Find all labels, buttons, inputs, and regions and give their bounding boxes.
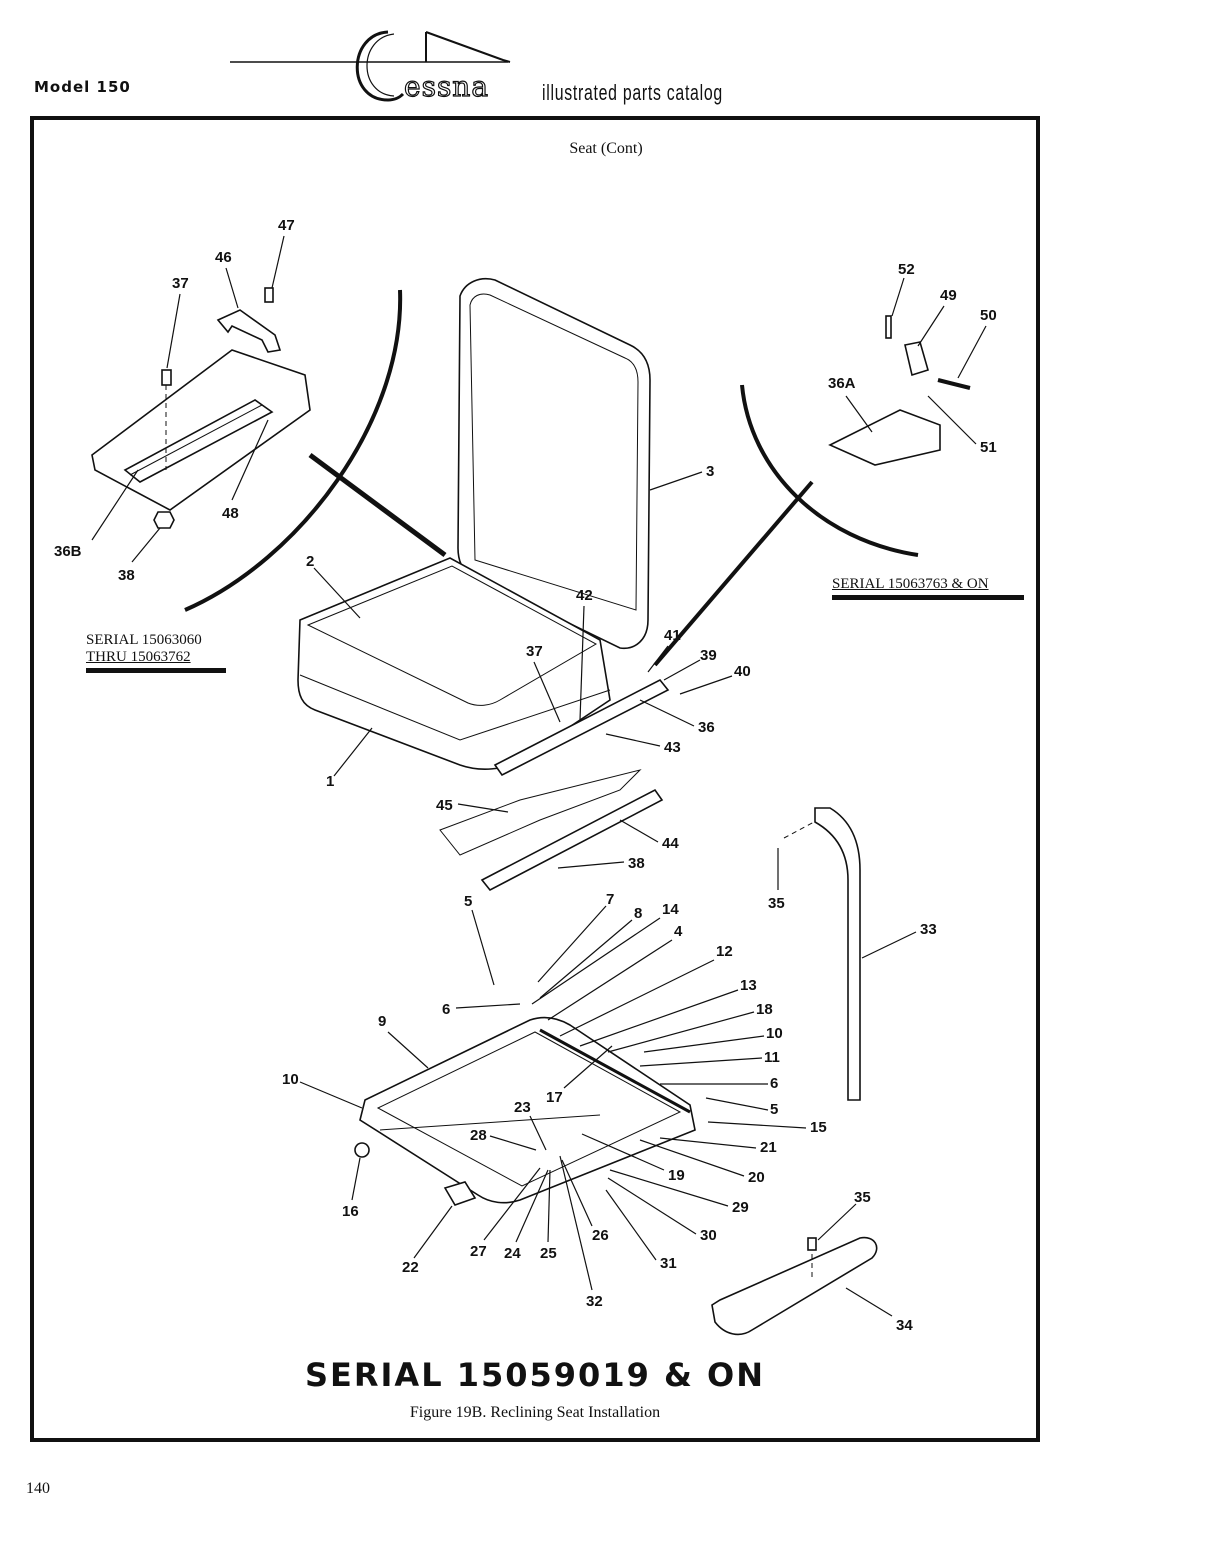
serial-note-left: SERIAL 15063060 THRU 15063762 <box>86 632 226 673</box>
callout-6b: 6 <box>770 1075 778 1092</box>
bracket-46 <box>216 309 282 353</box>
callout-52: 52 <box>898 261 915 278</box>
floor-track-44 <box>480 788 664 892</box>
callout-12: 12 <box>716 943 733 960</box>
serial-note-left-line2: THRU 15063762 <box>86 649 191 665</box>
callout-13: 13 <box>740 977 757 994</box>
callout-5a: 5 <box>464 893 472 910</box>
callout-24: 24 <box>504 1245 521 1262</box>
callout-36A: 36A <box>828 375 856 392</box>
callout-20: 20 <box>748 1169 765 1186</box>
callout-42: 42 <box>576 587 593 604</box>
callout-37a: 37 <box>172 275 189 292</box>
callout-15: 15 <box>810 1119 827 1136</box>
callouts: 47 46 37 48 36B 38 2 1 3 42 37 41 39 40 … <box>54 217 997 1334</box>
callout-11: 11 <box>764 1049 780 1066</box>
callout-41: 41 <box>664 627 681 644</box>
callout-39: 39 <box>700 647 717 664</box>
callout-25: 25 <box>540 1245 557 1262</box>
callout-5b: 5 <box>770 1101 778 1118</box>
callout-29: 29 <box>732 1199 749 1216</box>
callout-48: 48 <box>222 505 239 522</box>
callout-35a: 35 <box>768 895 785 912</box>
callout-45: 45 <box>436 797 453 814</box>
callout-2: 2 <box>306 553 314 570</box>
figure-caption: Figure 19B. Reclining Seat Installation <box>409 1404 661 1421</box>
callout-19: 19 <box>668 1167 685 1184</box>
callout-37b: 37 <box>526 643 543 660</box>
callout-10a: 10 <box>766 1025 783 1042</box>
seat-rail <box>493 678 670 777</box>
callout-46: 46 <box>215 249 232 266</box>
callout-35b: 35 <box>854 1189 871 1206</box>
callout-17: 17 <box>546 1089 563 1106</box>
callout-47: 47 <box>278 217 295 234</box>
serial-note-left-line1: SERIAL 15063060 <box>86 632 202 648</box>
callout-30: 30 <box>700 1227 717 1244</box>
callout-38a: 38 <box>118 567 135 584</box>
callout-21: 21 <box>760 1139 777 1156</box>
side-brace-33 <box>814 807 861 1101</box>
callout-4: 4 <box>674 923 683 940</box>
callout-22: 22 <box>402 1259 419 1276</box>
page-number: 140 <box>26 1480 50 1497</box>
callout-3: 3 <box>706 463 714 480</box>
callout-26: 26 <box>592 1227 609 1244</box>
model-label: Model 150 <box>34 78 131 96</box>
callout-27: 27 <box>470 1243 487 1260</box>
callout-44: 44 <box>662 835 679 852</box>
callout-33: 33 <box>920 921 937 938</box>
callout-28: 28 <box>470 1127 487 1144</box>
catalog-title: illustrated parts catalog <box>542 80 723 105</box>
callout-40: 40 <box>734 663 751 680</box>
callout-43: 43 <box>664 739 681 756</box>
svg-text:essna: essna <box>404 70 489 103</box>
serial-note-right-text: SERIAL 15063763 & ON <box>832 576 989 592</box>
callout-7: 7 <box>606 891 614 908</box>
callout-32: 32 <box>586 1293 603 1310</box>
cessna-logo: essna <box>230 30 511 104</box>
bracket-36A <box>828 409 941 466</box>
callout-31: 31 <box>660 1255 677 1272</box>
callout-10b: 10 <box>282 1071 299 1088</box>
callout-6a: 6 <box>442 1001 450 1018</box>
seat-frame <box>359 1016 696 1204</box>
callout-23: 23 <box>514 1099 531 1116</box>
callout-14: 14 <box>662 901 679 918</box>
callout-34: 34 <box>896 1317 913 1334</box>
figure-frame <box>30 116 1040 1442</box>
callout-8: 8 <box>634 905 642 922</box>
callout-49: 49 <box>940 287 957 304</box>
callout-18: 18 <box>756 1001 773 1018</box>
callout-51: 51 <box>980 439 997 456</box>
callout-36B: 36B <box>54 543 82 560</box>
serial-note-right: SERIAL 15063763 & ON <box>832 576 1024 600</box>
callout-1: 1 <box>326 773 334 790</box>
callout-16: 16 <box>342 1203 359 1220</box>
serial-heading: SERIAL 15059019 & ON <box>304 1356 766 1394</box>
callout-9: 9 <box>378 1013 386 1030</box>
callout-36: 36 <box>698 719 715 736</box>
callout-50: 50 <box>980 307 997 324</box>
section-title: Seat (Cont) <box>569 140 643 157</box>
side-rail-34 <box>711 1236 878 1336</box>
callout-38b: 38 <box>628 855 645 872</box>
